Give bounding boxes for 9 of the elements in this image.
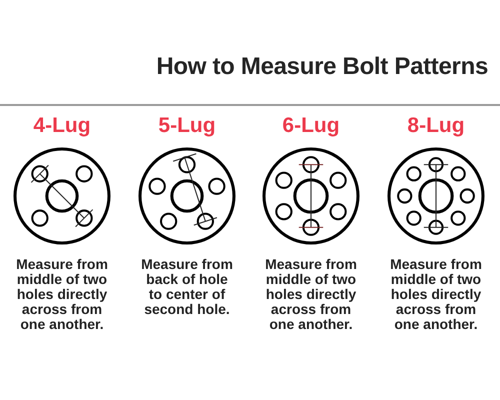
instruction-text: Measure from middle of two holes directly across from one another. [15,257,109,332]
column-heading: 4-Lug [33,114,91,138]
instruction-text: Measure from back of hole to center of second hole. [140,257,234,317]
page-title: How to Measure Bolt Patterns [156,53,488,81]
column-heading: 8-Lug [407,114,465,138]
instruction-text: Measure from middle of two holes directly across from one another. [389,257,483,332]
column-heading: 5-Lug [158,114,216,138]
instruction-text: Measure from middle of two holes directly across from one another. [264,257,358,332]
column-heading: 6-Lug [282,114,340,138]
